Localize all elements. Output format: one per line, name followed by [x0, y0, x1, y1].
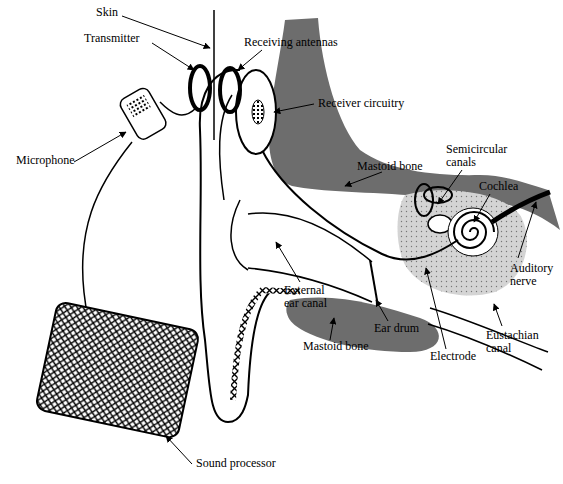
- auditory-nerve: [492, 192, 550, 222]
- receiving-antenna: [220, 68, 240, 112]
- part-label: Receiver circuitry: [318, 97, 438, 110]
- receiver-core: [252, 100, 264, 124]
- cochlea-body: [448, 208, 498, 256]
- processor-cable: [83, 142, 132, 318]
- electrode-lead: [262, 150, 458, 259]
- part-label: Microphone: [16, 154, 96, 167]
- transmitter-wire: [160, 102, 196, 115]
- leader-lines: [74, 16, 536, 464]
- ear-drum: [370, 260, 378, 306]
- part-label: Mastoid bone: [303, 340, 393, 353]
- part-label: Sound processor: [196, 457, 306, 470]
- part-label: Cochlea: [479, 180, 539, 193]
- part-label: Auditory nerve: [510, 262, 560, 288]
- concha: [231, 200, 248, 270]
- sound-processor: [35, 301, 200, 439]
- mastoid-bone-upper: [269, 18, 560, 230]
- part-label: Receiving antennas: [244, 36, 364, 49]
- part-label: Eustachian canal: [486, 329, 554, 355]
- receiver-circuitry: [236, 70, 276, 154]
- part-label: Electrode: [430, 350, 490, 363]
- cochlea-spiral: [454, 212, 494, 248]
- part-label: Transmitter: [84, 32, 164, 45]
- part-label: Semicircular canals: [446, 143, 512, 169]
- microphone: [118, 86, 169, 142]
- part-label: Skin: [96, 6, 136, 19]
- part-label: External ear canal: [284, 284, 338, 310]
- skin-line: [213, 10, 215, 140]
- transmitter-coil: [190, 66, 210, 110]
- inner-ear-region: [398, 190, 527, 295]
- part-label: Mastoid bone: [357, 160, 447, 173]
- part-label: Ear drum: [374, 322, 434, 335]
